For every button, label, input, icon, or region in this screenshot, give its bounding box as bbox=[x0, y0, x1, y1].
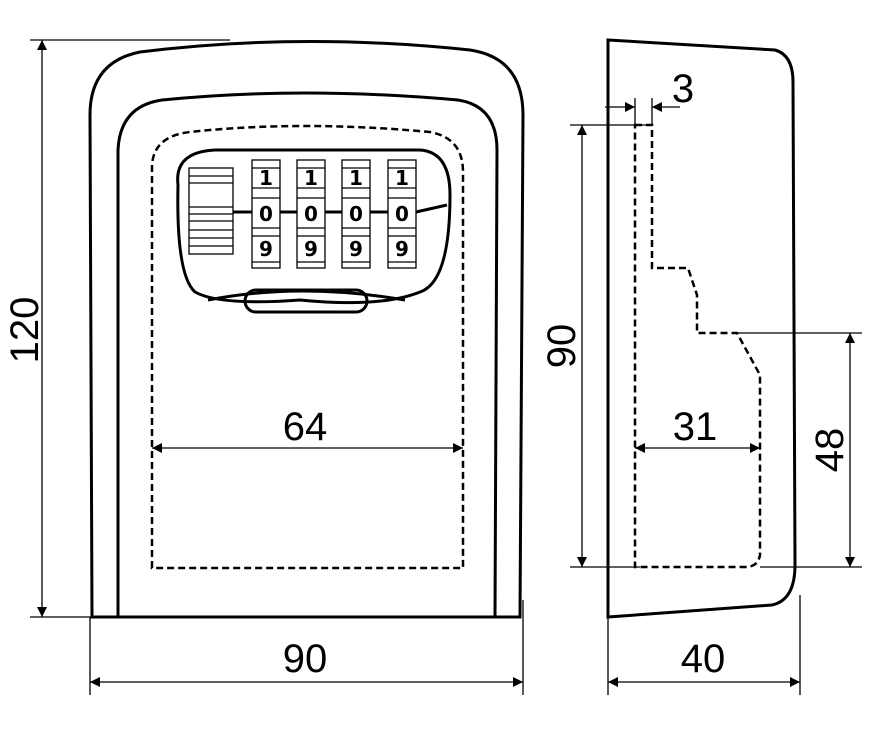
combination-dial[interactable]: 1 0 9 bbox=[251, 159, 281, 269]
inner-height-label: 90 bbox=[540, 324, 584, 369]
dimension-wall-3: 3 bbox=[605, 67, 694, 125]
height-label: 120 bbox=[3, 297, 47, 364]
dimension-inner-depth-31: 31 bbox=[635, 405, 760, 453]
front-inner-cavity-outline bbox=[150, 124, 465, 570]
side-inner-cavity-outline bbox=[633, 123, 762, 569]
dial-digit-middle: 0 bbox=[349, 202, 363, 226]
dial-digit-top: 1 bbox=[395, 166, 409, 190]
dial-digit-middle: 0 bbox=[395, 202, 409, 226]
depth-label: 40 bbox=[681, 637, 726, 681]
dial-digit-bottom: 9 bbox=[304, 237, 318, 261]
dial-axle bbox=[233, 203, 448, 214]
dimension-inner-height-90: 90 bbox=[540, 124, 652, 568]
dial-digit-bottom: 9 bbox=[349, 237, 363, 261]
front-outer-body bbox=[88, 39, 525, 619]
dial-digit-top: 1 bbox=[349, 166, 363, 190]
dimension-width-90: 90 bbox=[89, 600, 524, 695]
wall-thickness-label: 3 bbox=[672, 67, 694, 111]
side-view bbox=[606, 38, 797, 619]
combination-dial[interactable]: 1 0 9 bbox=[341, 159, 371, 269]
shackle-slider-icon bbox=[188, 167, 234, 255]
keypad-window bbox=[176, 148, 452, 305]
dial-digit-bottom: 9 bbox=[395, 237, 409, 261]
dimension-depth-40: 40 bbox=[607, 595, 801, 695]
dial-digit-top: 1 bbox=[304, 166, 318, 190]
front-view: 1 0 9 1 0 9 1 0 9 1 0 9 bbox=[88, 39, 525, 619]
dial-digit-middle: 0 bbox=[259, 202, 273, 226]
inner-depth-label: 31 bbox=[673, 405, 718, 449]
dial-digit-middle: 0 bbox=[304, 202, 318, 226]
release-button bbox=[243, 288, 369, 314]
lower-height-label: 48 bbox=[808, 428, 852, 473]
dimension-height-120: 120 bbox=[3, 39, 230, 618]
front-inner-bezel bbox=[116, 91, 499, 618]
dimension-lower-height-48: 48 bbox=[737, 332, 862, 568]
release-slot bbox=[207, 289, 406, 302]
dial-digit-bottom: 9 bbox=[259, 237, 273, 261]
inner-width-label: 64 bbox=[283, 405, 328, 449]
side-outer-body bbox=[606, 38, 797, 619]
dimension-inner-width-64: 64 bbox=[152, 405, 463, 453]
width-label: 90 bbox=[283, 637, 328, 681]
combination-dial[interactable]: 1 0 9 bbox=[296, 159, 326, 269]
dial-digit-top: 1 bbox=[259, 166, 273, 190]
combination-dial[interactable]: 1 0 9 bbox=[387, 159, 417, 269]
